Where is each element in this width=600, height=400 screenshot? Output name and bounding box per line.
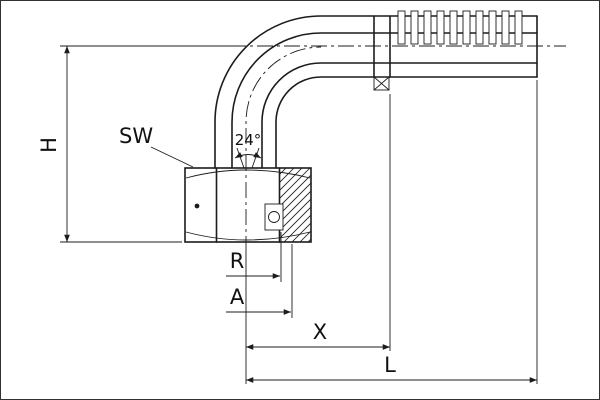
label-H: H: [37, 137, 61, 153]
label-SW: SW: [119, 124, 153, 148]
label-L: L: [384, 353, 396, 377]
outer-bottom-contour: [275, 76, 538, 169]
callout-SW: SW: [119, 124, 194, 168]
section-hatch: [280, 168, 311, 242]
bore-top-contour: [231, 32, 538, 169]
dimension-R: R: [226, 232, 282, 282]
dimension-A: A: [226, 244, 293, 318]
hose-tail-serrations: [397, 10, 523, 45]
seal-section-square: [373, 76, 390, 91]
label-X: X: [313, 320, 327, 344]
dimension-X: X: [246, 94, 391, 351]
nut-surface-dot: [194, 203, 200, 209]
nut-body: [184, 167, 312, 243]
cone-angle-annotation: 24°: [235, 131, 262, 169]
collar-stop: [373, 15, 391, 91]
label-R: R: [230, 249, 245, 273]
dimension-L: L: [246, 80, 538, 384]
centerlines: [230, 45, 566, 384]
nut-bottom-chamfer: [185, 231, 311, 241]
dimension-H: H: [37, 45, 230, 243]
o-ring: [268, 211, 280, 223]
swivel-nut: [184, 167, 312, 243]
outer-top-contour: [214, 15, 538, 169]
label-A: A: [230, 285, 245, 309]
nut-top-chamfer: [185, 169, 311, 179]
vertical-bend-centerline: [245, 46, 322, 252]
elbow-bend: [214, 15, 538, 169]
o-ring-groove: [264, 203, 284, 231]
bore-bottom-contour: [261, 62, 538, 169]
label-cone-angle: 24°: [235, 131, 262, 149]
